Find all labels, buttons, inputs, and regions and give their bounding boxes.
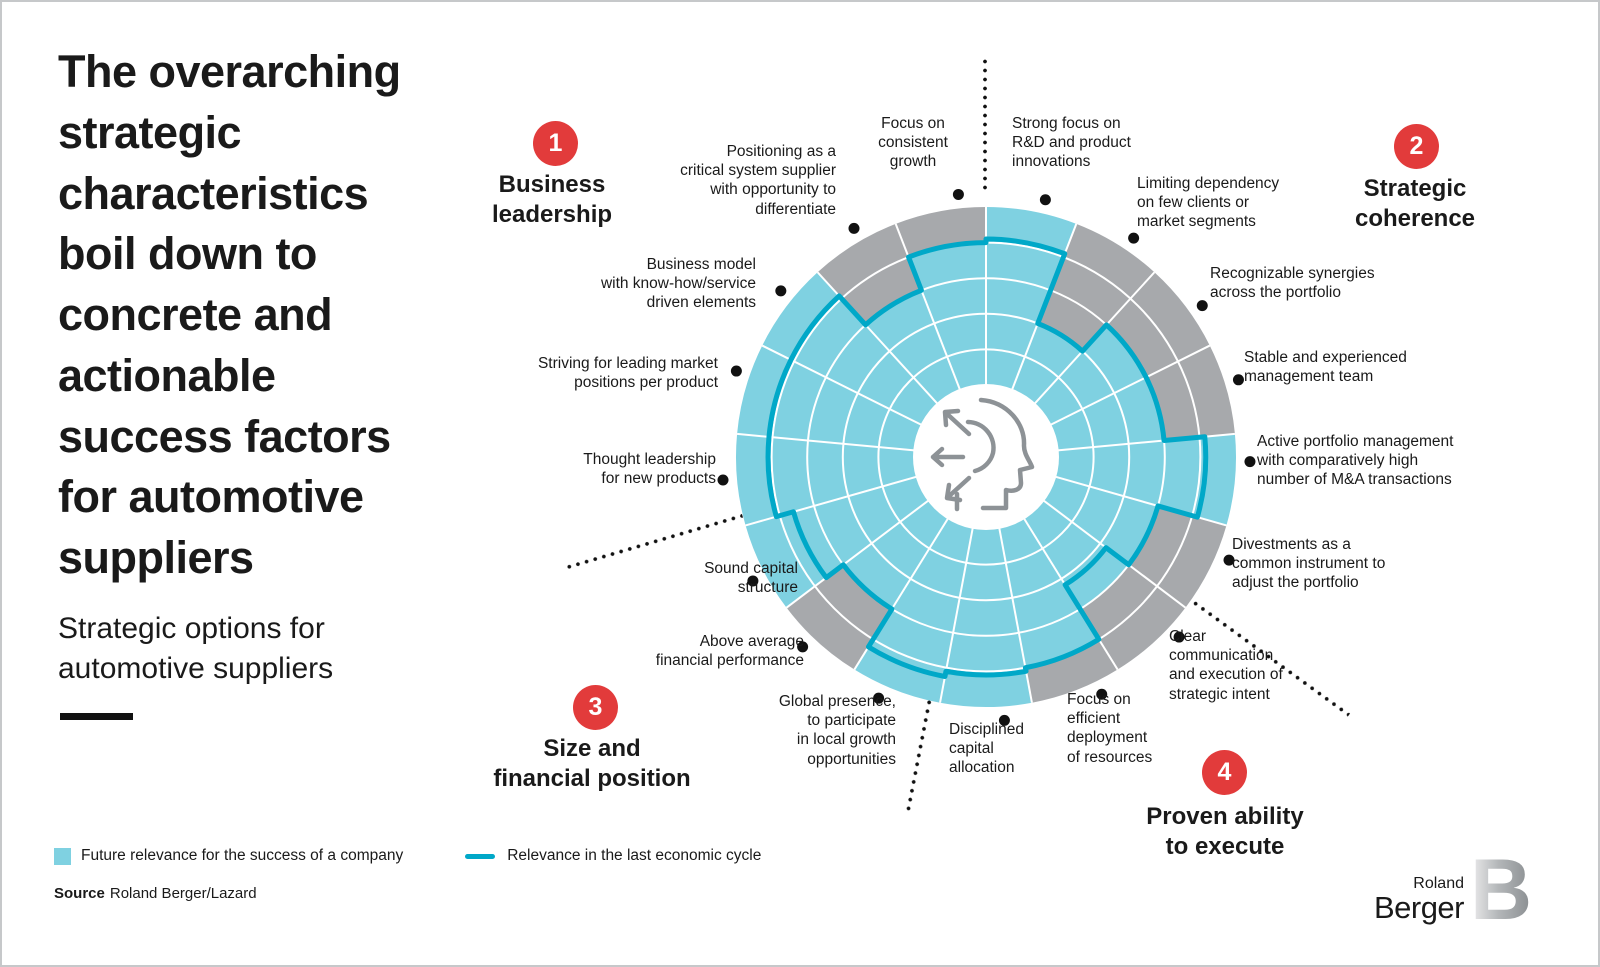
head-with-arrows-icon [930,397,1035,512]
sector-label-12: Sound capital structure [704,560,798,597]
quadrant-1-badge: 1 [533,121,578,166]
sector-label-2: Limiting dependency on few clients or ma… [1137,175,1280,231]
sector-dot [1096,688,1108,700]
sector-gray-wedge [895,207,986,258]
sector-future-wedge [1050,377,1165,451]
sector-future-wedge [1034,324,1147,425]
sector-dot [775,285,787,297]
sector-dot [1039,194,1051,206]
sector-label-9: Disciplined capital allocation [949,721,1024,777]
sector-label-10: Global presence, to participate in local… [778,693,896,768]
sector-label-4: Stable and experienced management team [1244,349,1407,386]
sector-future-wedge [865,290,960,404]
svg-text:B: B [1474,851,1532,925]
sector-dot [952,188,964,200]
quadrant-4-badge: 4 [1202,750,1247,795]
grid-spoke [1050,344,1211,426]
grid-spoke [894,223,961,391]
logo-berger-text: Berger [1373,890,1465,926]
legend-future-swatch-icon [54,847,71,865]
sector-dot [1128,232,1140,244]
quadrant-4-title: Proven ability to execute [1146,803,1304,860]
sector-label-11: Above average financial performance [655,633,804,670]
sector-label-17: Focus on consistent growth [878,115,948,171]
sector-dot [1173,631,1185,643]
sector-label-3: Recognizable synergies across the portfo… [1210,265,1375,302]
sector-future-wedge [1012,323,1083,404]
sector-dot [730,365,742,377]
quadrant-2-badge: 2 [1394,124,1439,169]
legend-cycle-swatch-icon [465,853,496,859]
sector-future-wedge [762,272,938,425]
sector-dot [797,641,809,653]
quadrant-1-title: Business leadership [491,171,613,228]
source-value: Roland Berger/Lazard [109,885,257,902]
radial-relevance-chart [717,188,1256,726]
logo-roland-text: Roland [1413,874,1464,892]
sector-gray-wedge [1025,639,1118,703]
sector-label-5: Active portfolio management with compara… [1257,433,1454,489]
sector-label-14: Striving for leading market positions pe… [537,355,718,392]
source-label: Source [54,885,105,902]
sector-dot [1232,374,1244,386]
quadrant-divider-top [983,57,987,192]
cycle-relevance-line [765,236,1209,679]
sector-future-wedge [843,500,949,610]
sector-future-wedge [1055,433,1236,526]
title-dash [60,713,133,720]
sector-dot [848,222,860,234]
sector-future-wedge [940,527,1032,707]
sector-label-7: Clear communication and execution of str… [1169,628,1283,703]
quadrant-2-title: Strategic coherence [1354,175,1476,232]
sector-label-16: Positioning as a critical system supplie… [680,143,836,218]
sector-dot [998,714,1010,726]
sector-future-wedge [745,476,929,608]
legend-cycle-label: Relevance in the last economic cycle [507,847,762,864]
sector-dot [747,575,759,587]
legend-future-label: Future relevance for the success of a co… [81,847,404,864]
sector-dot [1223,554,1235,566]
legend: Future relevance for the success of a co… [54,847,761,865]
sector-future-wedge [1023,500,1129,610]
sector-future-wedge [736,433,917,526]
sector-gray-wedge [1037,223,1155,352]
quadrant-3-badge: 3 [573,685,618,730]
sector-dot [873,692,885,704]
sector-label-1: Strong focus on R&D and product innovati… [1012,115,1131,171]
grid-spoke [785,499,930,609]
sector-dot [1196,300,1208,312]
page-title: The overarching strategic characteristic… [58,46,401,583]
sector-label-8: Focus on efficient deployment of resourc… [1067,691,1153,766]
quadrant-3-title: Size and financial position [493,735,691,792]
sector-future-wedge [999,518,1099,668]
sector-dot [717,474,729,486]
sector-dot [1244,456,1256,468]
logo-b-mark-icon: B [1474,851,1532,925]
sector-label-13: Thought leadership for new products [583,451,716,488]
sector-label-6: Divestments as a common instrument to ad… [1232,536,1386,592]
page-subtitle: Strategic options for automotive supplie… [58,612,334,685]
sector-label-15: Business model with know-how/service dri… [600,256,756,312]
sector-gray-wedge [1080,564,1186,670]
roland-berger-logo: Roland Berger B [1374,851,1532,925]
